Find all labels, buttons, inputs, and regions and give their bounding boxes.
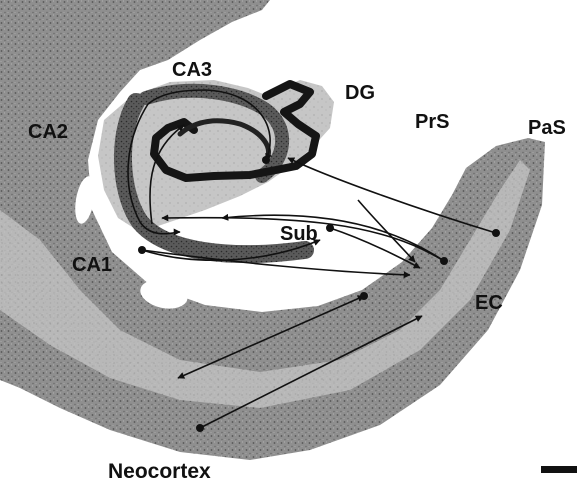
label-ec: EC	[475, 292, 503, 314]
label-ca2: CA2	[28, 121, 68, 143]
label-neocortex: Neocortex	[108, 460, 211, 483]
label-pas: PaS	[528, 117, 566, 139]
label-dg: DG	[345, 82, 375, 104]
label-ca3: CA3	[172, 59, 212, 81]
dot-dg	[262, 156, 270, 164]
dot-ec-upper	[492, 229, 500, 237]
label-ca1: CA1	[72, 254, 112, 276]
scale-bar	[541, 466, 577, 473]
dot-sub	[326, 224, 334, 232]
dot-ec-middle	[440, 257, 448, 265]
label-sub: Sub	[280, 223, 318, 245]
dot-neocortex	[196, 424, 204, 432]
dot-ec-lower	[360, 292, 368, 300]
label-prs: PrS	[415, 111, 449, 133]
dot-ca1	[138, 246, 146, 254]
